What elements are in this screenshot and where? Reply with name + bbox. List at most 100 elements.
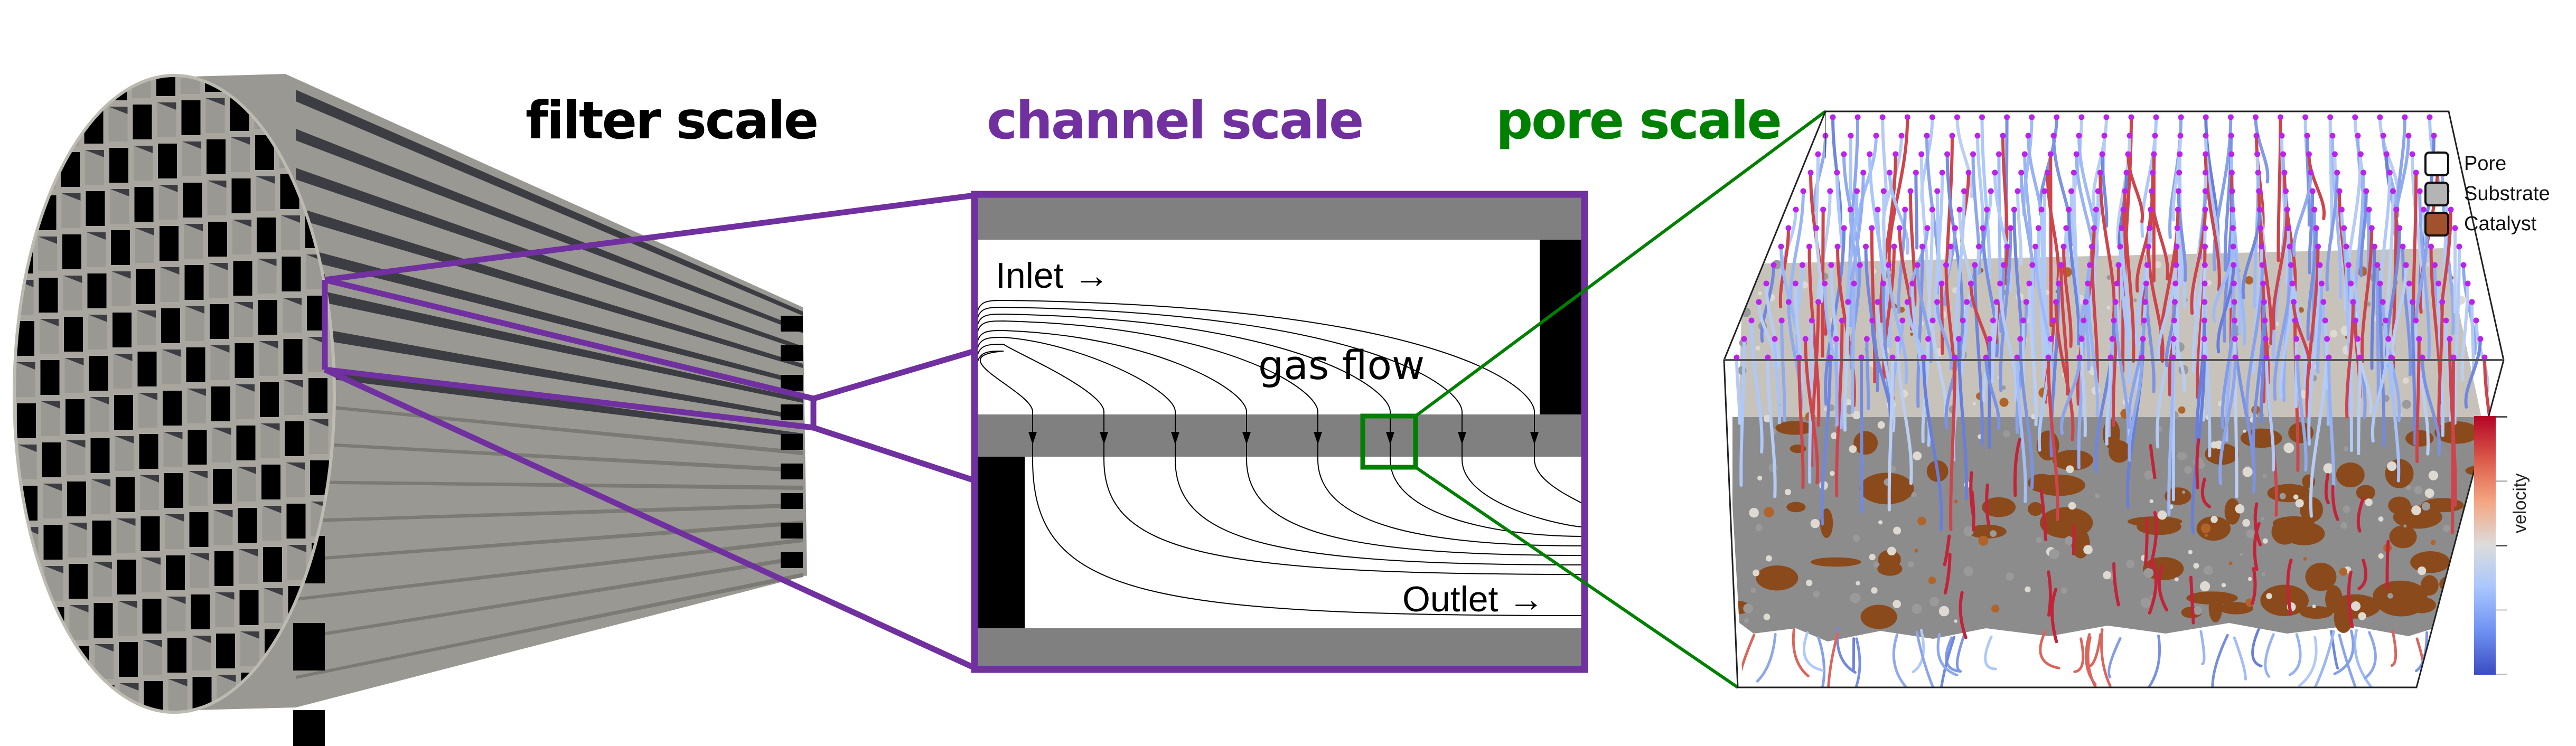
seed-point (2439, 299, 2446, 305)
texture-grain (1928, 577, 1936, 584)
seed-point (1834, 243, 1841, 250)
catalyst-patch (2410, 551, 2450, 573)
velocity-streamline (2306, 134, 2311, 227)
velocity-streamline (2359, 190, 2368, 278)
cell-shadow (259, 341, 278, 348)
catalyst-patch (2356, 485, 2375, 501)
seed-point (2201, 336, 2207, 342)
cell-shadow (166, 597, 186, 604)
filter-cell (136, 269, 155, 304)
outflow-streamline (2039, 630, 2060, 669)
seed-point (2327, 114, 2334, 120)
cell-shadow (113, 354, 133, 361)
texture-grain (1871, 587, 1878, 594)
velocity-streamline (2171, 134, 2182, 222)
velocity-streamline (1851, 282, 1856, 414)
side-rib (296, 555, 803, 640)
seed-point (2093, 206, 2099, 213)
internal-streamline (2195, 438, 2200, 489)
pore-scale-title: pore scale (1496, 91, 1782, 151)
cell-shadow (168, 679, 188, 686)
velocity-streamline (2418, 190, 2431, 360)
internal-streamline (2112, 562, 2120, 607)
seed-point (2420, 206, 2427, 213)
seed-point (2372, 243, 2377, 250)
internal-streamline (2253, 522, 2261, 571)
velocity-streamline (1980, 116, 1991, 280)
seed-point (2170, 336, 2177, 342)
seed-point (2228, 133, 2234, 139)
velocity-streamline (2325, 171, 2339, 291)
seed-point (1947, 243, 1954, 250)
cell-shadow (63, 276, 82, 283)
cell-shadow (260, 423, 280, 431)
outlet-opening (781, 552, 803, 568)
side-rib (296, 285, 803, 403)
seed-point (2085, 280, 2091, 287)
filter-cell (92, 521, 111, 555)
seed-point (2255, 169, 2261, 176)
velocity-streamline (2218, 356, 2237, 485)
seed-point (1841, 151, 1847, 157)
cell-shadow (240, 631, 259, 639)
seed-point (1983, 354, 1989, 361)
filter-cell (86, 191, 105, 226)
texture-grain (2144, 470, 2153, 480)
seed-point (2175, 206, 2181, 213)
texture-grain (1852, 534, 1860, 542)
cell-shadow (187, 389, 206, 396)
seed-point (2152, 133, 2158, 139)
seed-point (2173, 262, 2179, 268)
seed-point (1813, 225, 1820, 231)
velocity-streamline (2084, 300, 2091, 371)
catalyst-patch (1775, 421, 1814, 435)
seed-point (2460, 262, 2467, 268)
seed-point (1778, 317, 1785, 324)
velocity-streamline (1773, 337, 1782, 424)
velocity-streamline (1814, 226, 1823, 303)
internal-streamline (2149, 511, 2158, 569)
filter-cell (16, 77, 30, 109)
outflow-streamline (1851, 637, 1861, 687)
texture-grain (1893, 600, 1901, 609)
filter-body (13, 55, 807, 746)
cell-shadow (185, 306, 204, 314)
cell-shadow (115, 436, 134, 443)
seed-point (2232, 336, 2238, 342)
pore-swatch (2424, 152, 2449, 176)
filter-cell (69, 564, 88, 599)
cell-shadow (16, 362, 35, 370)
filter-cell (144, 681, 163, 711)
cell-shadow (229, 55, 248, 62)
seed-point (2020, 317, 2026, 324)
seed-point (1748, 317, 1755, 324)
velocity-streamline (2371, 337, 2390, 443)
velocity-streamline (2292, 300, 2311, 372)
texture-grain (2358, 612, 2366, 620)
texture-grain (2428, 470, 2439, 480)
seed-point (2400, 243, 2406, 250)
seed-point (2045, 354, 2052, 361)
cell-shadow (160, 267, 180, 275)
filter-cell (16, 197, 32, 232)
cell-shadow (165, 514, 184, 522)
cell-shadow (46, 648, 65, 656)
seed-point (2262, 336, 2269, 342)
catalyst-patch (1859, 473, 1914, 505)
inlet-plug (1540, 240, 1585, 414)
velocity-streamline (2308, 190, 2315, 275)
texture-grain (2421, 502, 2431, 511)
velocity-streamline (2306, 226, 2318, 341)
seed-point (2202, 225, 2208, 231)
texture-grain (2094, 493, 2100, 498)
velocity-streamline (2079, 337, 2087, 438)
texture-grain (2387, 461, 2397, 471)
seed-point (1914, 262, 1921, 268)
cell-shadow (16, 115, 31, 122)
side-rib (296, 538, 803, 601)
catalyst-patch (1860, 605, 1897, 629)
velocity-streamline (2307, 153, 2326, 221)
texture-grain (1908, 561, 1914, 568)
velocity-streamline (2370, 245, 2376, 370)
seed-point (1960, 317, 1966, 324)
